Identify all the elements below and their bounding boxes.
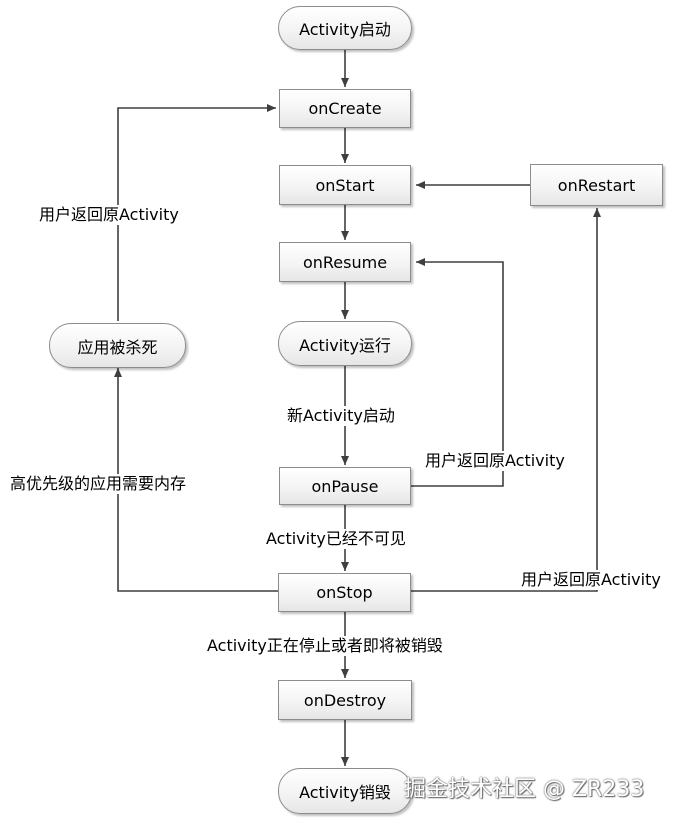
node-on-create-label: onCreate: [308, 99, 382, 118]
node-activity-destroyed: Activity销毁: [278, 768, 412, 814]
node-activity-destroyed-label: Activity销毁: [299, 783, 391, 802]
node-on-restart: onRestart: [530, 164, 663, 206]
node-app-killed-label: 应用被杀死: [77, 337, 158, 357]
node-on-pause: onPause: [279, 467, 411, 505]
label-user-return-to-create: 用户返回原Activity: [37, 205, 181, 225]
node-activity-start-label: Activity启动: [299, 20, 391, 39]
label-user-return-to-restart: 用户返回原Activity: [519, 570, 663, 590]
arrow-killed-to-create: [117, 104, 276, 321]
node-activity-running-label: Activity运行: [299, 335, 391, 355]
node-on-stop-label: onStop: [316, 583, 373, 602]
node-on-resume: onResume: [279, 242, 411, 282]
node-on-resume-label: onResume: [302, 252, 388, 272]
node-activity-running: Activity运行: [278, 321, 412, 366]
node-app-killed: 应用被杀死: [49, 323, 186, 368]
label-activity-stopping-or-destroying: Activity正在停止或者即将被销毁: [205, 636, 445, 656]
node-on-create: onCreate: [279, 89, 411, 128]
node-on-start: onStart: [279, 165, 411, 205]
label-new-activity-started: 新Activity启动: [285, 406, 397, 426]
label-user-return-to-resume: 用户返回原Activity: [423, 451, 567, 471]
node-on-restart-label: onRestart: [557, 175, 636, 195]
node-on-pause-label: onPause: [311, 476, 379, 496]
arrow-stop-to-restart: [411, 208, 601, 592]
arrow-stop-to-killed: [114, 368, 278, 592]
label-activity-invisible: Activity已经不可见: [264, 529, 408, 549]
node-on-stop: onStop: [278, 573, 411, 612]
node-on-destroy: onDestroy: [278, 680, 412, 720]
node-activity-start: Activity启动: [278, 6, 412, 50]
node-on-destroy-label: onDestroy: [303, 690, 387, 710]
arrow-pause-to-resume: [411, 258, 504, 487]
node-on-start-label: onStart: [315, 175, 375, 195]
label-higher-priority-needs-memory: 高优先级的应用需要内存: [8, 474, 189, 494]
watermark: 掘金技术社区 @ ZR233: [404, 777, 645, 802]
